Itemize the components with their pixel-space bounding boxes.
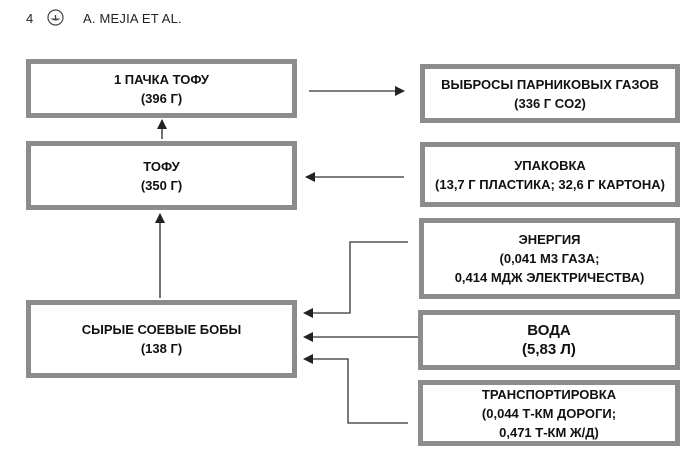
node-energy: ЭНЕРГИЯ (0,041 М3 ГАЗА; 0,414 МДЖ ЭЛЕКТР… [419, 218, 680, 299]
node-water: ВОДА (5,83 Л) [418, 310, 680, 370]
node-value-line: 0,414 МДЖ ЭЛЕКТРИЧЕСТВА) [454, 270, 645, 285]
node-value-line: 0,471 Т-КМ Ж/Д) [499, 424, 599, 440]
running-head: A. MEJIA ET AL. [83, 11, 182, 26]
page-header: 4 A. MEJIA ET AL. [0, 0, 700, 36]
arrow-energy-to-soybeans [303, 241, 408, 318]
arrow-transport-to-soybeans [303, 354, 408, 424]
node-packaging: УПАКОВКА (13,7 Г ПЛАСТИКА; 32,6 Г КАРТОН… [420, 142, 680, 207]
publisher-lamp-logo-icon [47, 9, 64, 26]
page-number: 4 [26, 11, 34, 26]
node-tofu: ТОФУ (350 Г) [26, 141, 297, 210]
node-title: СЫРЫЕ СОЕВЫЕ БОБЫ [81, 322, 242, 337]
node-emissions: ВЫБРОСЫ ПАРНИКОВЫХ ГАЗОВ (336 Г CO2) [420, 64, 680, 123]
node-title: ВОДА [527, 322, 571, 339]
node-title: ВЫБРОСЫ ПАРНИКОВЫХ ГАЗОВ [441, 76, 659, 92]
node-value: (350 Г) [140, 177, 183, 193]
node-value: (13,7 Г ПЛАСТИКА; 32,6 Г КАРТОНА) [435, 176, 665, 192]
node-title: ТОФУ [143, 158, 180, 174]
node-value-line: (0,044 Т-КМ ДОРОГИ; [481, 405, 617, 421]
node-title: ЭНЕРГИЯ [518, 232, 581, 247]
node-title: 1 ПАЧКА ТОФУ [113, 71, 210, 87]
node-value: (5,83 Л) [522, 341, 576, 358]
node-soybeans: СЫРЫЕ СОЕВЫЕ БОБЫ (138 Г) [26, 300, 297, 378]
node-title: УПАКОВКА [514, 157, 586, 173]
node-value-line: (0,041 М3 ГАЗА; [499, 251, 600, 266]
node-value: (336 Г CO2) [514, 95, 586, 111]
node-value: (396 Г) [140, 90, 183, 106]
node-transport: ТРАНСПОРТИРОВКА (0,044 Т-КМ ДОРОГИ; 0,47… [418, 380, 680, 446]
node-title: ТРАНСПОРТИРОВКА [481, 386, 617, 402]
node-value: (138 Г) [140, 341, 183, 356]
node-tofu-package: 1 ПАЧКА ТОФУ (396 Г) [26, 59, 297, 118]
